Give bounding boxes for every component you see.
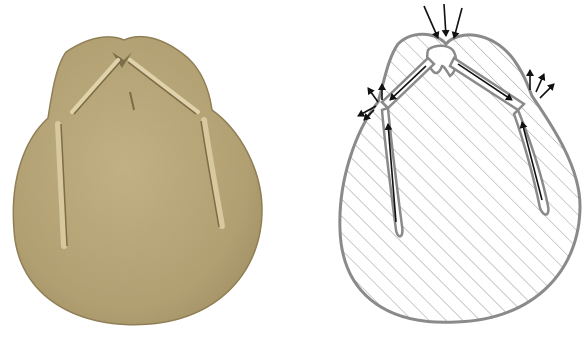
- outflow-arrows-right: [530, 70, 554, 98]
- inflow-arrow-3: [454, 8, 462, 38]
- flow-diagram-svg: [278, 0, 586, 341]
- inflow-arrows-top: [424, 4, 462, 38]
- flow-diagram: [278, 0, 586, 341]
- inflow-arrow-2: [444, 4, 446, 36]
- specimen-texture: [13, 37, 262, 325]
- outflow-left-2: [368, 88, 378, 102]
- specimen-photo-svg: [0, 0, 278, 341]
- outflow-right-3: [540, 84, 554, 98]
- specimen-photo: [0, 0, 278, 341]
- outflow-right-2: [536, 74, 544, 92]
- diagram-body: [340, 34, 580, 322]
